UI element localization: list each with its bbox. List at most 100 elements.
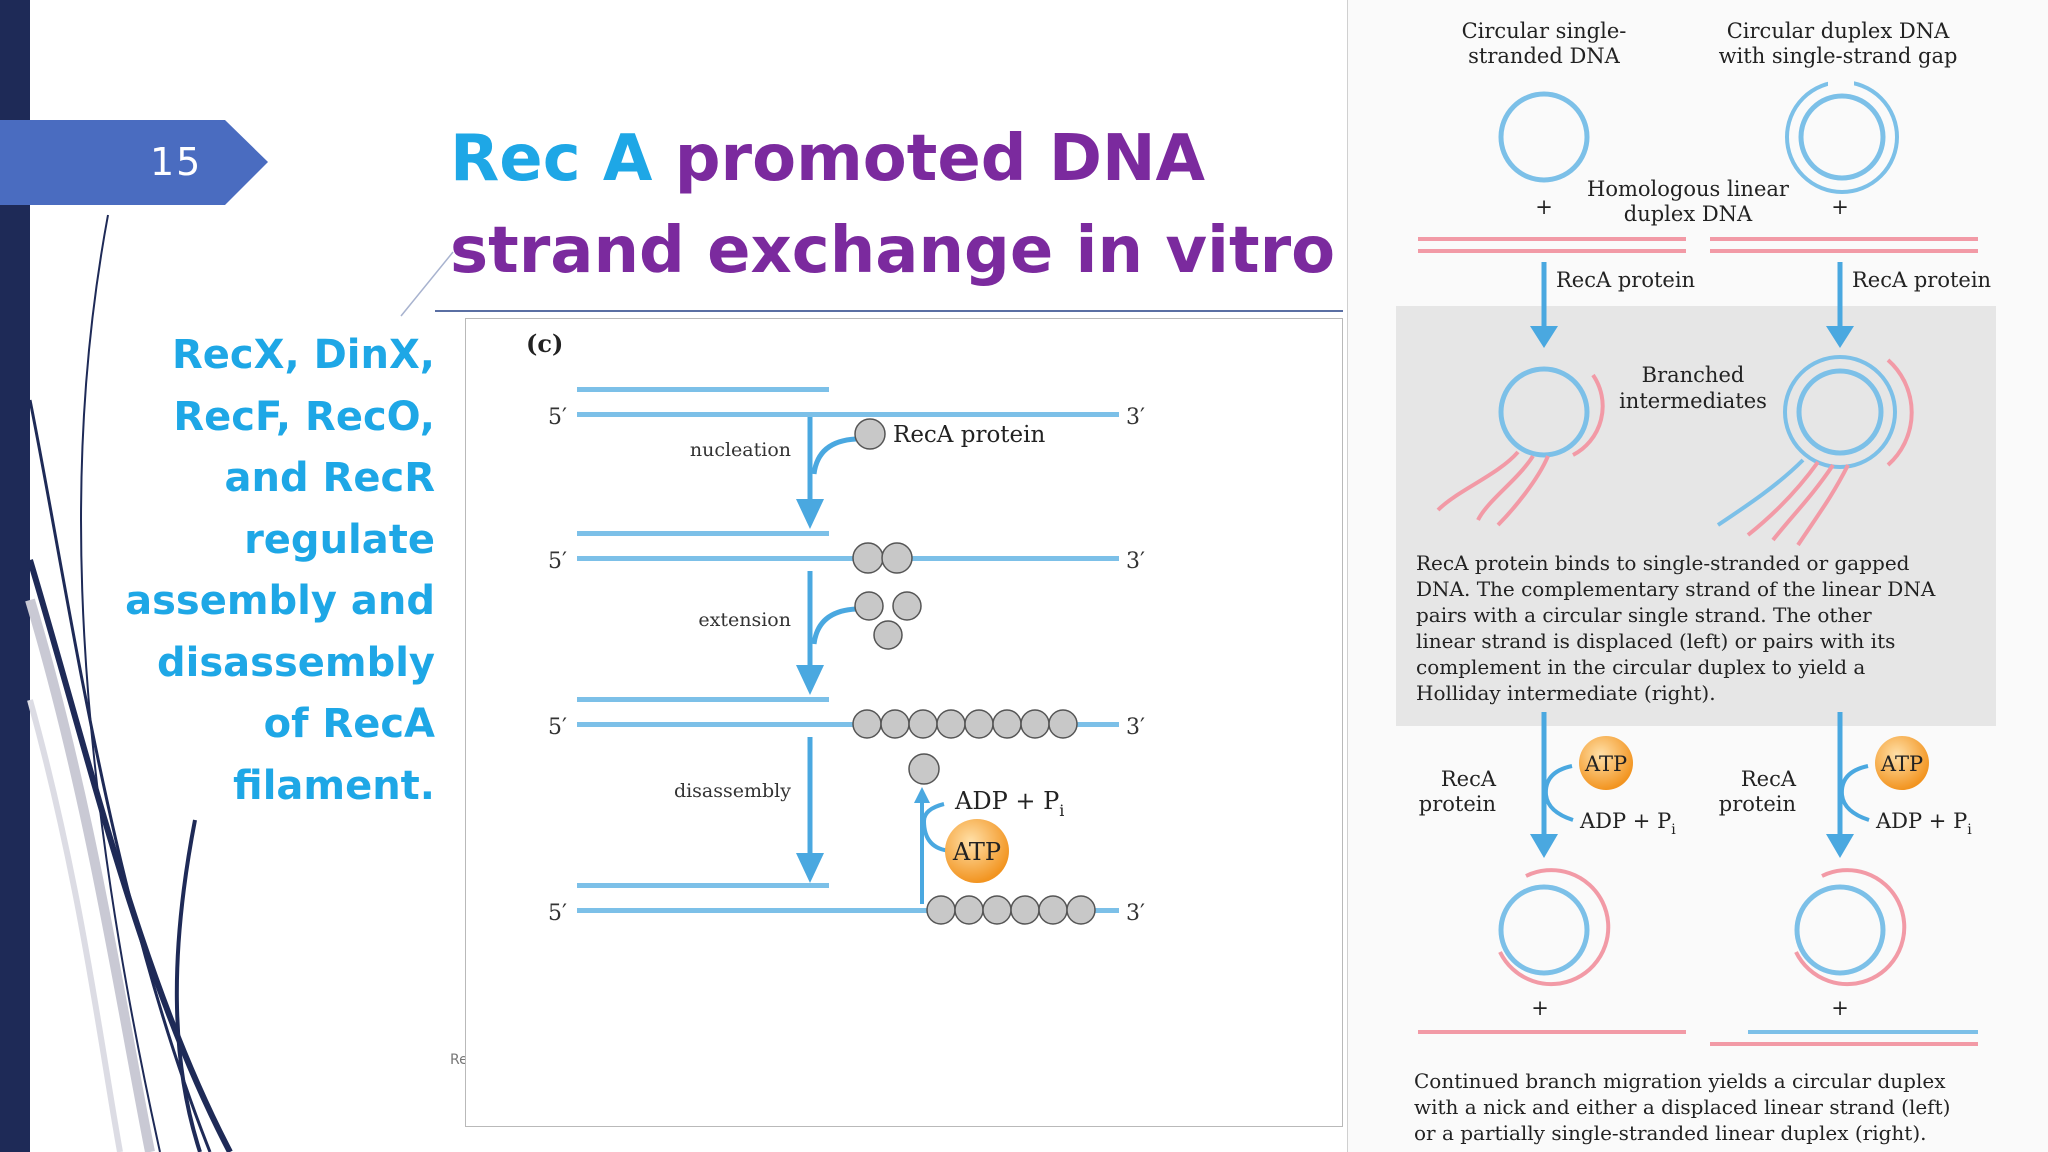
branched-intermediate-left (1436, 366, 1605, 527)
atp-icon (1579, 736, 1633, 790)
five-prime-label: 5′ (548, 405, 567, 430)
figure-c-panel: (c) 5′ 3′ nucleation RecA protein 5′ 3′ (465, 318, 1343, 1127)
atp-hydrolysis-arrow (921, 802, 952, 853)
reca-protein-label: RecA protein (1852, 268, 1991, 292)
slide-number-tab (0, 120, 268, 205)
linear-strand (1710, 1042, 1978, 1046)
short-strand (577, 697, 829, 702)
linear-strand (1710, 249, 1978, 253)
plus-sign: + (1831, 195, 1849, 219)
adp-pi-label: ADP + Pi (954, 787, 1064, 820)
product-right: + (1710, 868, 1978, 1046)
reca-monomer (1066, 895, 1096, 925)
title-connector-line (400, 251, 454, 317)
reca-monomer (1010, 895, 1040, 925)
atp-label: ATP (1584, 752, 1627, 776)
atp-icon (945, 819, 1009, 883)
regulators-line: disassembly (157, 639, 435, 686)
dna-row-2: 5′ 3′ (548, 531, 1145, 574)
reca-monomer (892, 591, 922, 621)
regulators-line: filament. (233, 762, 435, 809)
short-strand (577, 883, 829, 888)
plus-sign: + (1535, 195, 1553, 219)
step-arrowhead (796, 853, 824, 883)
circular-duplex-inner (1798, 93, 1886, 181)
long-strand (577, 556, 1119, 561)
reca-monomer (854, 591, 884, 621)
adp-pi-label: ADP + Pi (1579, 809, 1676, 838)
regulators-line: assembly and (125, 578, 435, 624)
product-left: + (1418, 868, 1686, 1034)
footer-fragment: Re (450, 1052, 468, 1068)
reca-monomer (873, 620, 903, 650)
title-rec-a: Rec A (450, 122, 653, 196)
reca-monomer (982, 895, 1012, 925)
reca-monomer (964, 709, 994, 739)
regulators-line: RecF, RecO, (173, 393, 435, 440)
label-ss-dna: Circular single-stranded DNA (1462, 19, 1627, 68)
reca-monomer (926, 895, 956, 925)
short-strand (577, 387, 829, 392)
reca-monomer (880, 709, 910, 739)
step-label-disassembly: disassembly (674, 780, 791, 802)
adp-pi-label: ADP + Pi (1875, 809, 1972, 838)
reca-protein-label: RecA protein (893, 422, 1046, 448)
plus-sign: + (1531, 996, 1549, 1020)
atp-icon (1875, 736, 1929, 790)
regulators-line: of RecA (263, 701, 435, 747)
slide-title-line1: Rec A promoted DNA (450, 122, 1205, 196)
slide-title-line2: strand exchange in vitro (450, 214, 1336, 288)
reca-monomer (881, 542, 913, 574)
five-prime-label: 5′ (548, 549, 567, 574)
linear-strand (1710, 237, 1978, 241)
reca-protein-icon (854, 418, 886, 450)
figure-caption: Continued branch migration yields a circ… (1414, 1069, 1957, 1145)
step-label-extension: extension (698, 609, 791, 631)
dna-row-3: 5′ 3′ (548, 697, 1145, 740)
reca-arrowhead (1826, 326, 1854, 348)
atp-label: ATP (1880, 752, 1923, 776)
long-strand (577, 722, 1119, 727)
reca-monomer (852, 542, 884, 574)
linear-ss-region (1748, 1030, 1978, 1034)
reca-monomer (908, 709, 938, 739)
slide-number: 15 (150, 140, 203, 184)
reca-monomer (954, 895, 984, 925)
reca-monomer (992, 709, 1022, 739)
decorative-swoosh-lines (25, 214, 233, 1152)
reca-monomer (852, 709, 882, 739)
strand-exchange-svg: Circular single-stranded DNA Circular du… (1396, 19, 1996, 1145)
branched-intermediate-right (1716, 355, 1914, 547)
regulators-line: RecX, DinX, (171, 332, 435, 378)
three-prime-label: 3′ (1126, 405, 1145, 430)
panel-divider (1347, 0, 1348, 1152)
single-strand-gap (1828, 78, 1854, 88)
displaced-linear-strand (1418, 1030, 1686, 1034)
linear-strand (1418, 249, 1686, 253)
three-prime-label: 3′ (1126, 549, 1145, 574)
title-underline (435, 310, 1343, 312)
regulators-line: and RecR (224, 455, 435, 501)
released-reca-monomer (908, 753, 940, 785)
circular-ss-dna (1498, 91, 1590, 183)
incoming-protein-arrow (811, 436, 857, 475)
step-arrowhead (796, 665, 824, 695)
three-prime-label: 3′ (1126, 715, 1145, 740)
plus-sign: + (1831, 996, 1849, 1020)
three-prime-label: 3′ (1126, 901, 1145, 926)
reca-monomer (1048, 709, 1078, 739)
incoming-protein-arrow (811, 606, 857, 645)
dna-row-1: 5′ 3′ (548, 387, 1145, 430)
five-prime-label: 5′ (548, 901, 567, 926)
strand-exchange-figure: Circular single-stranded DNA Circular du… (1348, 0, 2048, 1152)
long-strand (577, 412, 1119, 417)
regulators-line: regulate (244, 516, 435, 563)
long-strand (577, 908, 1119, 913)
